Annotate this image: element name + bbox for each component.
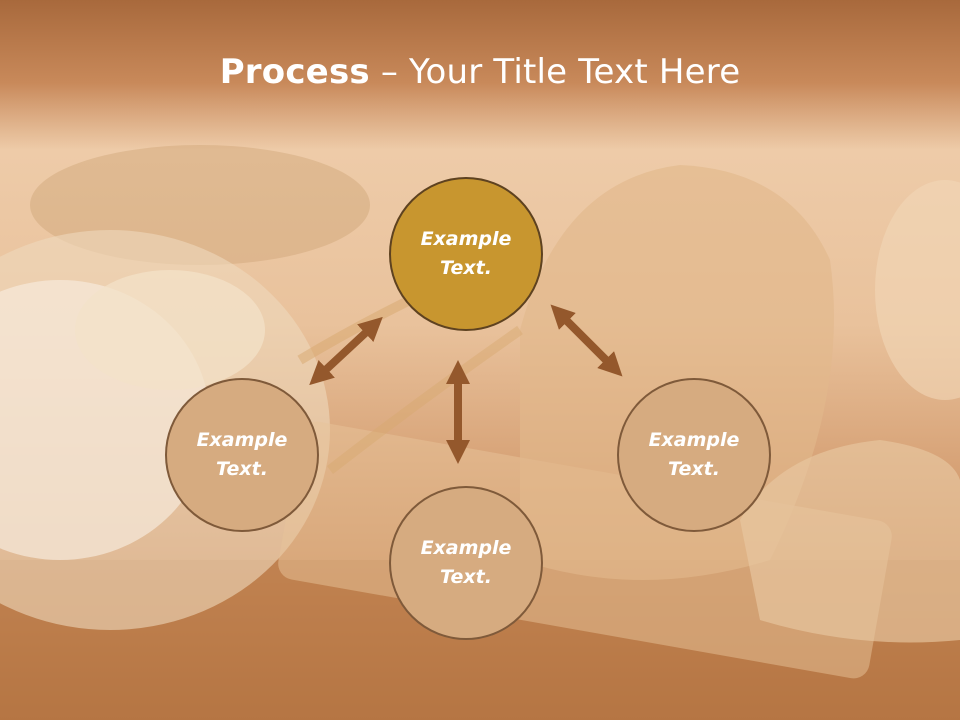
process-node-left[interactable]: Example Text. (165, 378, 319, 532)
node-center-text: Example Text. (420, 228, 512, 279)
title-bar (0, 0, 960, 150)
node-left-text: Example Text. (196, 429, 288, 480)
slide-title: Process – Your Title Text Here (0, 52, 960, 92)
title-rest: – Your Title Text Here (369, 52, 741, 92)
node-bottom-text: Example Text. (420, 537, 512, 588)
node-right-text: Example Text. (648, 429, 740, 480)
title-bold: Process (219, 52, 370, 92)
process-node-right[interactable]: Example Text. (617, 378, 771, 532)
process-node-bottom[interactable]: Example Text. (389, 486, 543, 640)
arrow-center-left (309, 316, 383, 386)
arrow-center-right (550, 304, 623, 377)
process-node-center[interactable]: Example Text. (389, 177, 543, 331)
